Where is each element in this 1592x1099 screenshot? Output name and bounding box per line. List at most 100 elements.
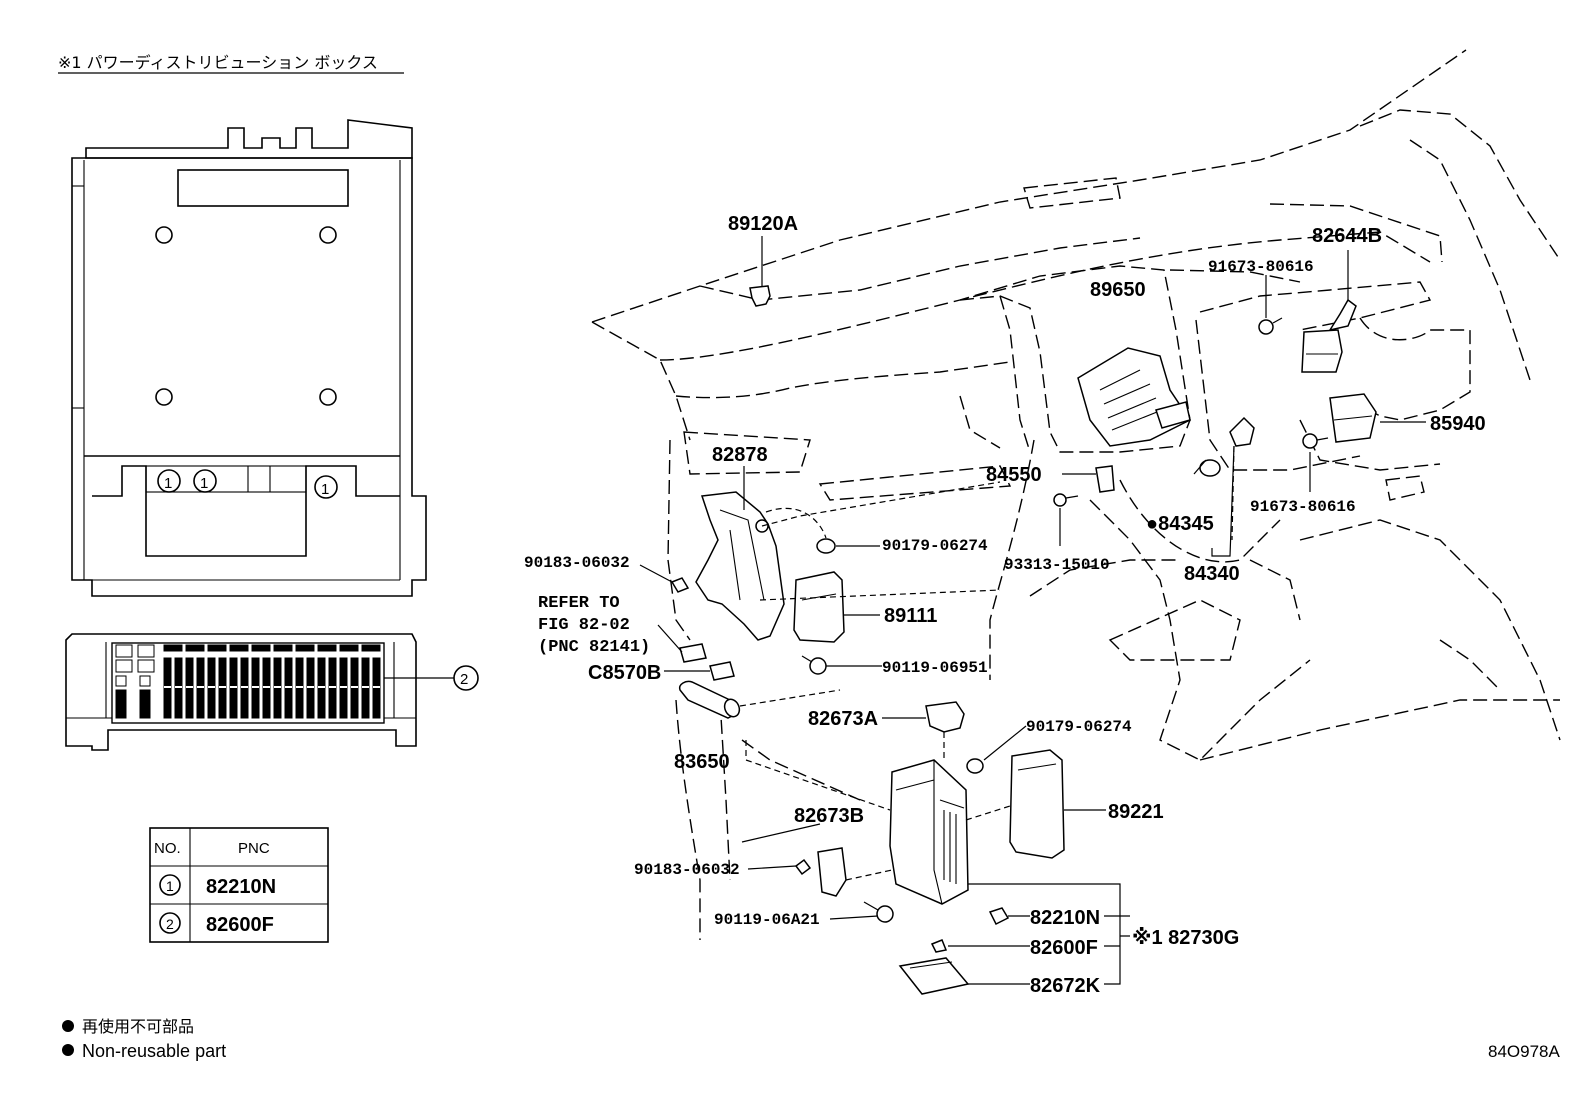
label-90179-06274-top: 90179-06274 xyxy=(882,537,988,555)
legend-en: Non-reusable part xyxy=(82,1041,226,1061)
leader-lines xyxy=(639,250,1426,985)
fuse-slot xyxy=(163,644,183,652)
fuse-slot xyxy=(251,644,271,652)
label-93313-15010: 93313-15010 xyxy=(1004,556,1110,574)
fuse-slot xyxy=(137,659,155,673)
label-82644b: 82644B xyxy=(1312,225,1382,247)
callout-1-c: 1 xyxy=(321,481,329,498)
connector-84550-icon xyxy=(1095,465,1115,493)
label-90119-06a21: 90119-06A21 xyxy=(714,911,820,929)
fuse-slot xyxy=(139,689,151,719)
nut-icon xyxy=(670,577,690,593)
nut-icon xyxy=(794,858,812,876)
junction-block-82730g-icon xyxy=(889,759,969,905)
label-89650: 89650 xyxy=(1090,279,1146,301)
label-84345: ●84345 xyxy=(1146,513,1214,535)
cover-82672k-icon xyxy=(898,957,970,995)
bolt-icon xyxy=(863,901,894,923)
fuse-slot xyxy=(115,689,127,719)
switch-82644b-icon xyxy=(1301,298,1357,373)
refer-line-2: FIG 82-02 xyxy=(538,616,630,635)
clip-93313-icon xyxy=(1053,493,1079,507)
fuse-82600f-icon xyxy=(930,939,948,953)
bolt-icon xyxy=(1258,317,1283,335)
connector-icon xyxy=(679,643,707,663)
fuse-slot xyxy=(139,675,151,687)
pnc-row-2-pnc: 82600F xyxy=(206,914,274,936)
fuse-slot xyxy=(339,644,359,652)
label-82600f: 82600F xyxy=(1030,937,1098,959)
leader-lines-dashed xyxy=(739,445,1235,881)
label-83650: 83650 xyxy=(674,751,730,773)
fuse-slot xyxy=(317,644,337,652)
legend-jp: 再使用不可部品 xyxy=(82,1017,194,1036)
connector-c8570b-icon xyxy=(709,661,735,681)
label-c8570b: C8570B xyxy=(588,662,661,684)
fuse-slot xyxy=(115,675,127,687)
callout-1-a: 1 xyxy=(164,475,172,492)
callout-2: 2 xyxy=(460,671,468,688)
refer-line-3: (PNC 82141) xyxy=(538,638,650,657)
bolt-icon xyxy=(801,655,827,675)
switch-84345-icon xyxy=(1199,459,1221,477)
relay-box-top-view: 1 1 1 xyxy=(71,119,427,597)
subdiagram-title: ※1 パワーディストリビューション ボックス xyxy=(58,53,378,72)
label-91673-80616-top: 91673-80616 xyxy=(1208,258,1314,276)
label-90183-06032-left: 90183-06032 xyxy=(524,554,630,572)
label-91673-80616-right: 91673-80616 xyxy=(1250,498,1356,516)
label-82878: 82878 xyxy=(712,444,768,466)
relay-box-side-view xyxy=(65,633,417,751)
legend: 再使用不可部品 Non-reusable part xyxy=(62,1017,226,1061)
pnc-row-2-no: 2 xyxy=(166,916,174,932)
bracket-82673a-icon xyxy=(925,701,965,733)
fuse-slot xyxy=(115,644,133,658)
ecu-89111-icon xyxy=(793,571,845,643)
clip-icon xyxy=(966,758,984,774)
display-unit-89650-icon xyxy=(1077,347,1192,447)
callout-1-b: 1 xyxy=(200,475,208,492)
label-89120a: 89120A xyxy=(728,213,798,235)
label-82673b: 82673B xyxy=(794,805,864,827)
fuse-slot xyxy=(361,644,381,652)
clip-icon xyxy=(816,538,836,554)
subdiagram-power-distribution-box: ※1 パワーディストリビューション ボックス 1 1 xyxy=(58,53,479,751)
bracket-82878-icon xyxy=(695,491,785,641)
label-84340: 84340 xyxy=(1184,563,1240,585)
fuse-slot xyxy=(229,644,249,652)
label-82210n: 82210N xyxy=(1030,907,1100,929)
fuse-grid xyxy=(115,644,381,719)
buzzer-83650-icon xyxy=(678,680,741,719)
fuse-slot xyxy=(273,644,293,652)
fuse-slot xyxy=(115,659,133,673)
switch-84340-icon xyxy=(1229,416,1255,447)
label-82730g: ※1 82730G xyxy=(1132,927,1239,949)
label-85940: 85940 xyxy=(1430,413,1486,435)
fuse-slot xyxy=(295,644,315,652)
fuse-slot xyxy=(137,644,155,658)
pnc-row-1-no: 1 xyxy=(166,878,174,894)
label-89111: 89111 xyxy=(884,605,937,627)
bullet-icon xyxy=(62,1020,74,1032)
ecu-89221-icon xyxy=(1009,749,1065,859)
sensor-89120a-icon xyxy=(749,236,771,307)
bullet-icon xyxy=(62,1044,74,1056)
figure-code: 84O978A xyxy=(1488,1042,1560,1061)
module-85940-icon xyxy=(1329,393,1377,443)
part-drawings xyxy=(670,236,1377,995)
label-82673a: 82673A xyxy=(808,708,878,730)
label-90183-06032-bottom: 90183-06032 xyxy=(634,861,740,879)
pnc-row-1-pnc: 82210N xyxy=(206,876,276,898)
pnc-header-pnc: PNC xyxy=(238,840,270,857)
bolt-icon xyxy=(1302,433,1329,449)
label-90119-06951: 90119-06951 xyxy=(882,659,988,677)
relay-82210n-icon xyxy=(988,907,1010,926)
label-89221: 89221 xyxy=(1108,801,1164,823)
bracket-82673b-icon xyxy=(817,847,847,897)
pnc-table: NO. PNC 1 82210N 2 82600F xyxy=(149,827,329,943)
pnc-header-no: NO. xyxy=(154,840,181,857)
label-82672k: 82672K xyxy=(1030,975,1101,997)
refer-line-1: REFER TO xyxy=(538,594,620,613)
label-84550: 84550 xyxy=(986,464,1042,486)
part-labels: 89120A 82644B 91673-80616 89650 85940 82… xyxy=(524,213,1486,997)
